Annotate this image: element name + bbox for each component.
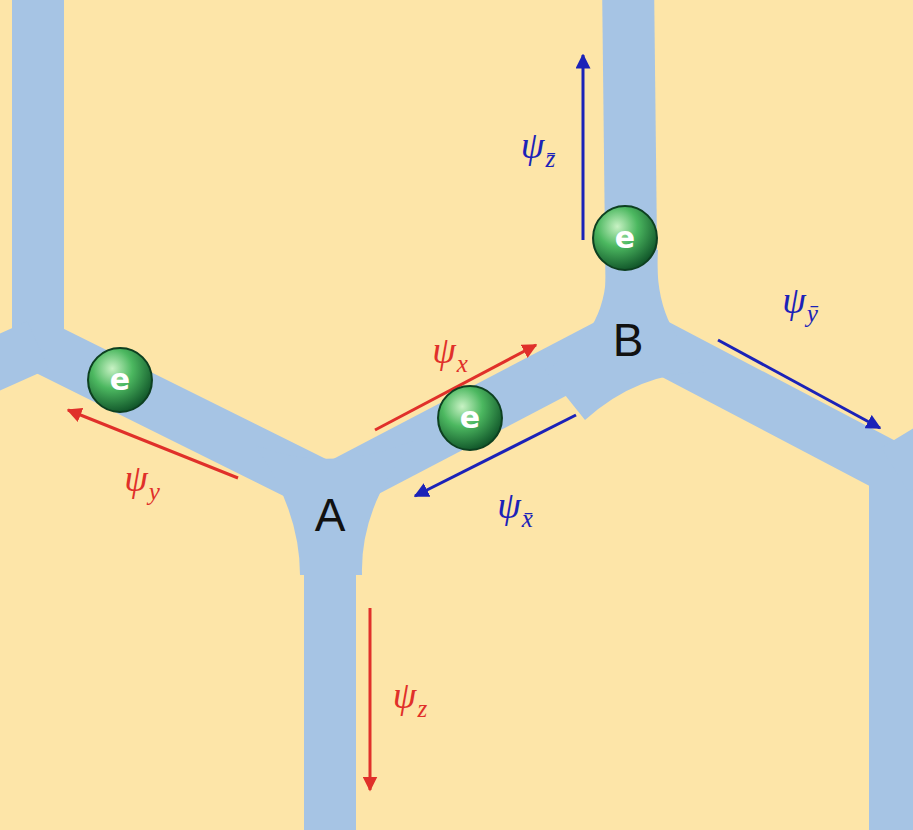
junction-label: A	[315, 492, 346, 538]
flow-arrows	[68, 55, 880, 790]
electron: e	[591, 204, 659, 272]
flux-label: ψx̄	[497, 486, 533, 524]
flux-label: ψȳ	[782, 281, 818, 319]
electron-symbol: e	[110, 365, 130, 395]
electron: e	[86, 346, 154, 414]
flux-label: ψy	[124, 459, 160, 497]
flux-label: ψz	[393, 676, 427, 714]
junction-areas	[255, 250, 712, 575]
flux-label: ψz̄	[521, 126, 555, 164]
electron: e	[436, 384, 504, 452]
junction-label: B	[613, 317, 644, 363]
flux-label: ψx	[432, 331, 468, 369]
electron-symbol: e	[460, 403, 480, 433]
electron-symbol: e	[615, 223, 635, 253]
